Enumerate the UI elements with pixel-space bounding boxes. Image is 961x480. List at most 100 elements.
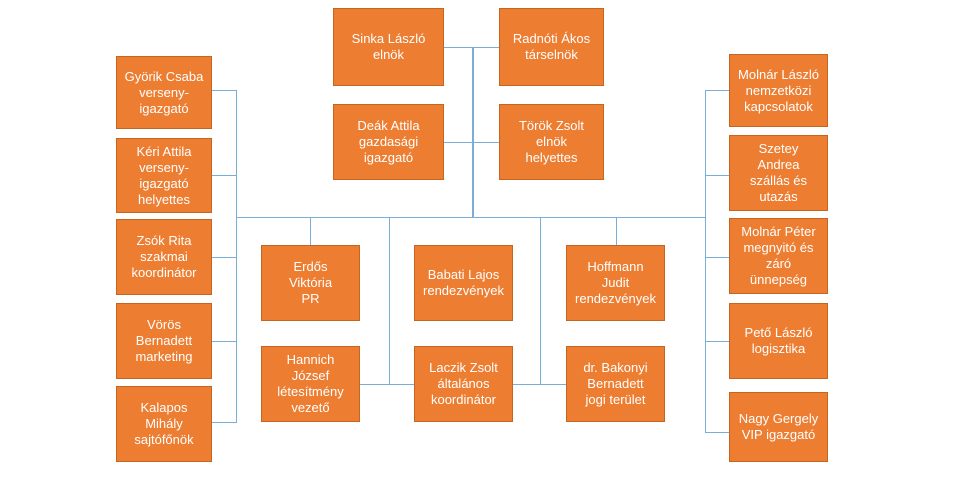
connector-mid-right-col xyxy=(616,217,617,245)
box-label-line: jogi terület xyxy=(585,392,646,407)
connector-mid-left-spine xyxy=(389,217,390,385)
box-label-line: Sinka László xyxy=(351,31,426,46)
box-label-line: Nagy Gergely xyxy=(738,411,819,426)
box-label-line: koordinátor xyxy=(430,392,497,407)
connector-right-3 xyxy=(705,257,729,258)
box-label-line: Erdős xyxy=(293,259,328,274)
box-label-line: szállás és xyxy=(749,173,808,188)
box-label-line: VIP igazgató xyxy=(741,427,816,442)
box-label-line: nemzetközi xyxy=(745,82,812,98)
box-label-line: Vörös xyxy=(147,317,181,332)
box-label-line: Hannich xyxy=(286,352,335,367)
box-label-line: elnök xyxy=(535,134,568,149)
box-label-line: igazgató xyxy=(139,175,189,191)
box-label-line: Deák Attila xyxy=(357,118,420,133)
connector-mid-right-spine xyxy=(540,217,541,385)
box-label-line: Hoffmann xyxy=(587,259,644,274)
connector-right-2 xyxy=(705,175,729,176)
box-label-line: rendezvények xyxy=(423,283,504,298)
connector-deak xyxy=(444,142,500,143)
box-label-line: helyettes xyxy=(525,150,578,165)
box-label-line: társelnök xyxy=(525,47,578,62)
connector-right-5 xyxy=(705,432,729,433)
connector-laczik xyxy=(389,384,414,385)
box-label-line: elnök xyxy=(372,47,405,62)
box-label-line: Andrea xyxy=(757,157,800,172)
box-label-line: létesítmény xyxy=(277,384,344,399)
connector-laczik-right xyxy=(513,384,541,385)
box-label-line: Kéri Attila xyxy=(136,143,192,159)
box-label-line: Török Zsolt xyxy=(518,118,584,133)
connector-bakonyi xyxy=(540,384,566,385)
box-label-line: koordinátor xyxy=(131,265,197,280)
box-label-line: logisztika xyxy=(751,341,806,356)
box-label-line: vezető xyxy=(291,400,330,415)
box-label-line: igazgató xyxy=(139,100,189,116)
connector-right-1 xyxy=(705,90,729,91)
box-label-line: Molnár Péter xyxy=(741,224,816,239)
box-label-line: verseny- xyxy=(139,159,189,175)
box-label-line: marketing xyxy=(135,349,193,364)
connector-left-4 xyxy=(212,341,237,342)
connector-main-horizontal xyxy=(236,217,706,218)
box-label-line: igazgató xyxy=(363,150,414,165)
box-label-line: József xyxy=(291,368,330,383)
box-label-line: Judit xyxy=(601,275,630,290)
connector-left-2 xyxy=(212,175,237,176)
box-label-line: Viktória xyxy=(288,275,333,290)
box-label-line: Bernadett xyxy=(587,376,644,391)
box-label-line: Mihály xyxy=(145,416,183,431)
box-label-line: ünnepség xyxy=(749,272,808,287)
box-label-line: kapcsolatok xyxy=(744,98,813,114)
box-label-line: Radnóti Ákos xyxy=(512,31,591,46)
box-label-line: Babati Lajos xyxy=(427,267,500,282)
box-label-line: sajtófőnök xyxy=(134,432,194,447)
connector-right-spine xyxy=(705,90,706,432)
connector-left-5 xyxy=(212,422,237,423)
box-label-line: általános xyxy=(437,376,490,391)
box-label-line: Laczik Zsolt xyxy=(429,360,498,375)
connector-left-3 xyxy=(212,257,237,258)
box-label-line: helyettes xyxy=(137,191,191,207)
box-label-line: PR xyxy=(301,291,320,306)
box-label-line: Kalapos xyxy=(140,400,188,415)
connector-mid-left-col xyxy=(310,217,311,245)
connector-top-spine xyxy=(472,47,474,217)
box-label-line: Molnár László xyxy=(738,66,819,82)
connector-hannich xyxy=(360,384,390,385)
box-label-line: megnyitó és xyxy=(743,240,814,255)
box-label-line: Pető László xyxy=(744,325,813,340)
box-label-line: gazdasági xyxy=(358,134,419,149)
